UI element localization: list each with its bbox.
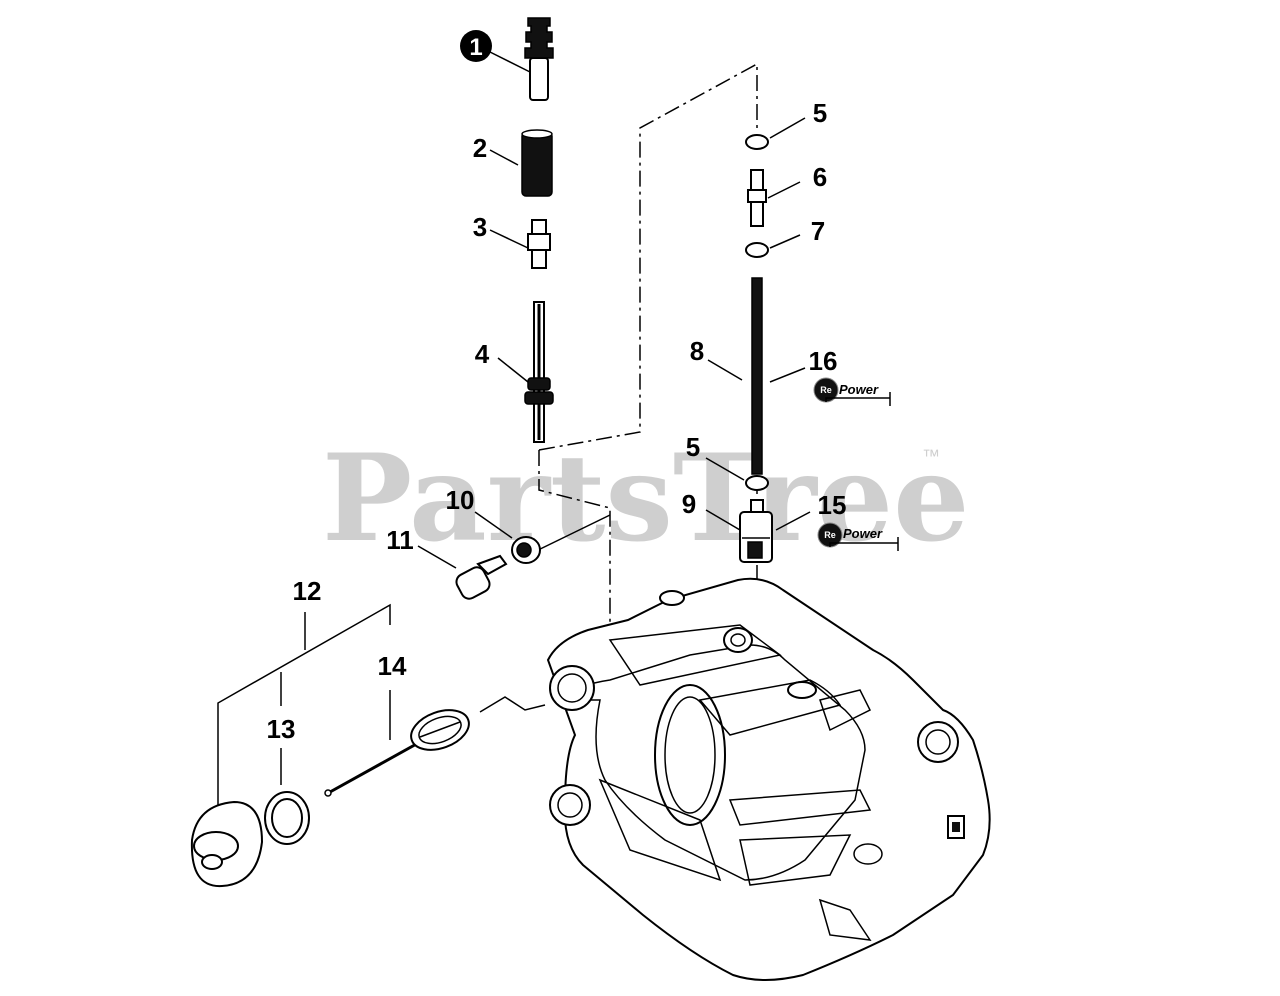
watermark-brand: PartsTree bbox=[322, 428, 969, 569]
callout-10[interactable]: 10 bbox=[446, 485, 475, 515]
part-2-sleeve[interactable] bbox=[521, 129, 553, 197]
part-1-fitting[interactable] bbox=[524, 17, 554, 101]
callout-11[interactable]: 11 bbox=[386, 525, 414, 555]
callout-3[interactable]: 3 bbox=[473, 212, 487, 242]
part-9-oil-filter[interactable] bbox=[739, 499, 773, 563]
callout-7[interactable]: 7 bbox=[811, 216, 825, 246]
callout-labels: 1 2 3 4 5 5 6 7 8 9 10 11 12 13 14 15 16 bbox=[267, 30, 847, 744]
repower-badge-15-text: Power bbox=[843, 526, 883, 541]
part-11-adjust-screw[interactable] bbox=[454, 554, 508, 602]
part-4-oil-pipe[interactable] bbox=[524, 301, 554, 443]
callout-2[interactable]: 2 bbox=[473, 133, 487, 163]
part-3-connector[interactable] bbox=[527, 219, 551, 269]
part-12-oil-cap[interactable] bbox=[190, 800, 264, 888]
repower-badge-16-prefix: Re bbox=[820, 385, 832, 395]
callout-6[interactable]: 6 bbox=[813, 162, 827, 192]
part-10-spring[interactable] bbox=[511, 536, 541, 564]
callout-1-badge bbox=[460, 30, 492, 62]
callout-1[interactable]: 1 bbox=[469, 34, 482, 61]
callout-14[interactable]: 14 bbox=[378, 651, 407, 681]
part-8-oil-hose[interactable] bbox=[751, 277, 763, 475]
part-12-bracket bbox=[217, 603, 391, 815]
part-6-connector[interactable] bbox=[747, 169, 767, 227]
part-14-strainer[interactable] bbox=[324, 703, 474, 797]
repower-badge-16-text: Power bbox=[839, 382, 879, 397]
partstree-watermark: PartsTree ™ bbox=[322, 428, 969, 569]
callout-5-bottom[interactable]: 5 bbox=[686, 432, 700, 462]
callout-12[interactable]: 12 bbox=[293, 576, 322, 606]
callout-15[interactable]: 15 bbox=[818, 490, 847, 520]
callout-8[interactable]: 8 bbox=[690, 336, 704, 366]
part-5-oring-bottom[interactable] bbox=[745, 475, 769, 491]
part-5-oring-top[interactable] bbox=[745, 134, 769, 150]
callout-13[interactable]: 13 bbox=[267, 714, 296, 744]
callout-4[interactable]: 4 bbox=[475, 339, 490, 369]
repower-badge-15[interactable]: Re Power bbox=[817, 522, 899, 551]
part-7-oring[interactable] bbox=[745, 242, 769, 258]
repower-badge-15-prefix: Re bbox=[824, 530, 836, 540]
leader-lines bbox=[417, 51, 811, 569]
crankcase-housing bbox=[546, 577, 991, 981]
part-13-gasket[interactable] bbox=[264, 791, 310, 845]
callout-9[interactable]: 9 bbox=[682, 489, 696, 519]
callout-16[interactable]: 16 bbox=[809, 346, 838, 376]
callout-5-top[interactable]: 5 bbox=[813, 98, 827, 128]
watermark-trademark: ™ bbox=[922, 446, 940, 466]
repower-badge-16[interactable]: Re Power bbox=[813, 377, 891, 406]
